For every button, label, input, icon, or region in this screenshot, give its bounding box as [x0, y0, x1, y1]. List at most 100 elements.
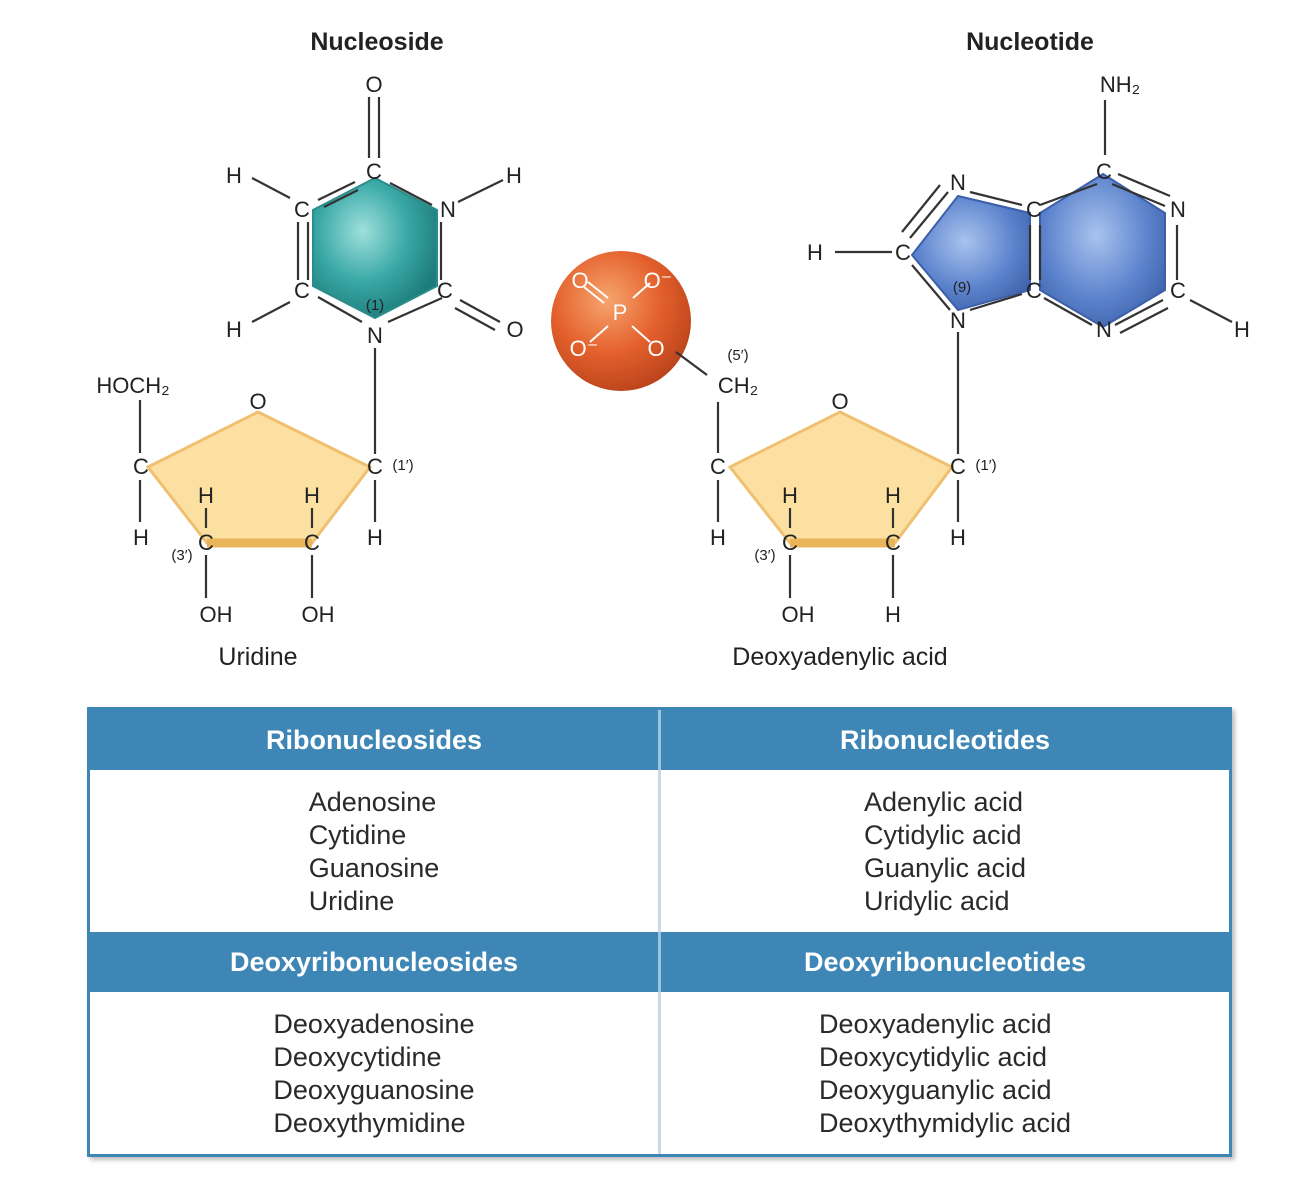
atom-h2: H: [1234, 317, 1250, 342]
ribonucleosides-list: Adenosine Cytidine Guanosine Uridine: [309, 786, 440, 918]
atom-c4-deoxy: C: [710, 454, 726, 479]
atom-ch2: CH₂: [718, 373, 758, 398]
nucleotide-caption: Deoxyadenylic acid: [732, 643, 947, 671]
atom-c3: C: [198, 530, 214, 555]
atom-h-c2: H: [304, 483, 320, 508]
atom-o-top-right: O⁻: [644, 268, 673, 293]
position-3prime-label: (3′): [171, 547, 192, 564]
list-item: Cytidine: [308, 820, 407, 850]
table-row: Adenosine Cytidine Guanosine Uridine Ade…: [90, 770, 1229, 932]
list-item: Guanosine: [308, 853, 440, 883]
atom-c5: C: [1026, 197, 1042, 222]
list-item: Adenylic acid: [863, 787, 1024, 817]
atom-o-right: O: [506, 317, 523, 342]
header-deoxyribonucleotides: Deoxyribonucleotides: [803, 946, 1087, 977]
deoxyribonucleosides-cell: Deoxyadenosine Deoxycytidine Deoxyguanos…: [90, 992, 661, 1154]
atom-c8: C: [895, 240, 911, 265]
atom-c1-deoxy: C: [950, 454, 966, 479]
atom-h4: H: [133, 525, 149, 550]
table-header-row: Ribonucleosides Ribonucleotides: [90, 710, 1229, 770]
position-1prime-label: (1′): [392, 457, 413, 474]
atom-h-c3-deoxy: H: [782, 483, 798, 508]
table-row: Deoxyadenosine Deoxycytidine Deoxyguanos…: [90, 992, 1229, 1154]
list-item: Deoxyguanosine: [273, 1075, 475, 1105]
atom-o-bottom-right: O: [647, 336, 664, 361]
position-3prime-label-deoxy: (3′): [754, 547, 775, 564]
nucleotide-title: Nucleotide: [966, 28, 1094, 56]
list-item: Deoxycytidine: [273, 1042, 442, 1072]
structure-diagram: Nucleoside O C H C N H C C H N O (1): [96, 28, 1250, 671]
atom-c-right-bottom: C: [437, 278, 453, 303]
atom-n9: N: [950, 308, 966, 333]
header-deoxyribonucleosides: Deoxyribonucleosides: [90, 932, 661, 992]
atom-h8: H: [807, 240, 823, 265]
ribonucleotides-cell: Adenylic acid Cytidylic acid Guanylic ac…: [661, 770, 1229, 932]
atom-n7: N: [950, 170, 966, 195]
position-1prime-label-deoxy: (1′): [975, 457, 996, 474]
atom-c1: C: [367, 454, 383, 479]
atom-h4-deoxy: H: [710, 525, 726, 550]
list-item: Deoxyadenosine: [273, 1009, 475, 1039]
atom-c2-base: C: [1170, 278, 1186, 303]
atom-h-c2-deoxy: H: [885, 483, 901, 508]
nomenclature-table: Ribonucleosides Ribonucleotides Adenosin…: [87, 707, 1232, 1157]
position-1-label: (1): [366, 297, 384, 314]
atom-h-c2-bottom: H: [885, 602, 901, 627]
atom-c4: C: [133, 454, 149, 479]
list-item: Uridine: [308, 886, 395, 916]
atom-c2: C: [304, 530, 320, 555]
atom-p: P: [613, 300, 628, 325]
atom-oh2: OH: [302, 602, 335, 627]
atom-c-top: C: [366, 159, 382, 184]
adenine-base: NH₂ C N C N H C C C H N N (9): [807, 72, 1250, 454]
atom-c4-base: C: [1026, 278, 1042, 303]
list-item: Deoxythymidine: [273, 1108, 466, 1138]
header-ribonucleotides: Ribonucleotides: [839, 724, 1050, 755]
list-item: Uridylic acid: [863, 886, 1010, 916]
atom-n1: N: [1170, 197, 1186, 222]
phosphate-group: P O O⁻ O⁻ O: [551, 251, 691, 391]
list-item: Deoxyadenylic acid: [818, 1009, 1052, 1039]
atom-c3-deoxy: C: [782, 530, 798, 555]
deoxyribose-sugar: (5′) CH₂ O C H H C (3′) H C C (1′) H OH …: [710, 347, 997, 627]
header-ribonucleosides: Ribonucleosides: [90, 710, 661, 770]
atom-o-top-left: O: [571, 268, 588, 293]
nucleoside-title: Nucleoside: [310, 28, 443, 56]
atom-o-ring: O: [249, 389, 266, 414]
atom-h-c3: H: [198, 483, 214, 508]
atom-n-right: N: [440, 197, 456, 222]
atom-oh3: OH: [200, 602, 233, 627]
ribose-sugar: HOCH₂ O C H H C (3′) H C C (1′) H OH OH: [96, 373, 413, 627]
list-item: Adenosine: [308, 787, 437, 817]
atom-nh2: NH₂: [1100, 72, 1140, 97]
table-header-row: Deoxyribonucleosides Deoxyribonucleotide…: [90, 932, 1229, 992]
atom-c6: C: [1096, 159, 1112, 184]
list-item: Cytidylic acid: [863, 820, 1022, 850]
atom-c-left-top: C: [294, 197, 310, 222]
atom-h1: H: [367, 525, 383, 550]
atom-n-bottom: N: [367, 323, 383, 348]
deoxyribonucleosides-list: Deoxyadenosine Deoxycytidine Deoxyguanos…: [273, 1008, 474, 1140]
list-item: Deoxycytidylic acid: [818, 1042, 1048, 1072]
atom-o-top: O: [365, 72, 382, 97]
atom-h-left-bottom: H: [226, 317, 242, 342]
position-9-label: (9): [953, 279, 971, 296]
uracil-base: O C H C N H C C H N O (1): [226, 72, 524, 454]
atom-h-right: H: [506, 163, 522, 188]
atom-c2-deoxy: C: [885, 530, 901, 555]
atom-o-ring-deoxy: O: [831, 389, 848, 414]
atom-hoch2: HOCH₂: [96, 373, 169, 398]
ribonucleosides-cell: Adenosine Cytidine Guanosine Uridine: [90, 770, 661, 932]
atom-oh3-deoxy: OH: [782, 602, 815, 627]
atom-h-left-top: H: [226, 163, 242, 188]
list-item: Deoxyguanylic acid: [818, 1075, 1052, 1105]
list-item: Guanylic acid: [863, 853, 1027, 883]
list-item: Deoxythymidylic acid: [818, 1108, 1072, 1138]
atom-n3: N: [1096, 317, 1112, 342]
atom-c-left-bottom: C: [294, 278, 310, 303]
atom-o-bottom-left: O⁻: [570, 336, 599, 361]
ribonucleotides-list: Adenylic acid Cytidylic acid Guanylic ac…: [864, 786, 1026, 918]
deoxyribonucleotides-list: Deoxyadenylic acid Deoxycytidylic acid D…: [819, 1008, 1071, 1140]
atom-h1-deoxy: H: [950, 525, 966, 550]
nucleoside-caption: Uridine: [218, 643, 297, 671]
